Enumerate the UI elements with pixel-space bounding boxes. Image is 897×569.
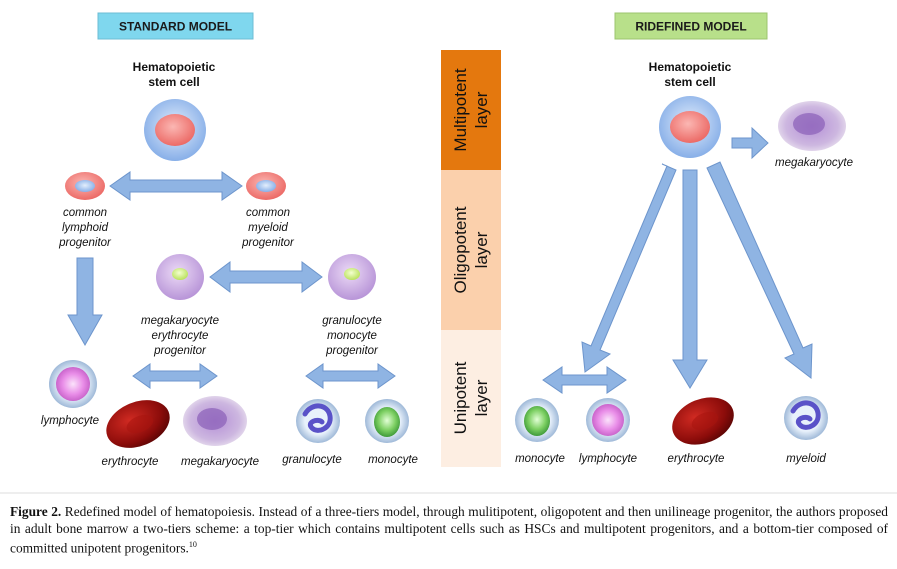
red-erythrocyte-cell bbox=[672, 397, 734, 445]
red-megakaryocyte-cell bbox=[778, 101, 846, 151]
std-cell-label-lymphocyte: lymphocyte bbox=[41, 415, 99, 427]
mep-gmp-arrow bbox=[209, 261, 323, 293]
multipotent-layer-band bbox=[441, 50, 501, 170]
red-lymphocyte-cell bbox=[586, 398, 630, 442]
red-cell-label-myeloid: myeloid bbox=[786, 453, 826, 465]
std-cell-label-erythrocyte: erythrocyte bbox=[102, 456, 159, 468]
std-cell-label-granulocyte: granulocyte bbox=[282, 454, 341, 466]
cmp-label-3: progenitor bbox=[241, 237, 295, 249]
caption-label: Figure 2. bbox=[10, 504, 62, 519]
monocyte-lymphocyte-arrow bbox=[542, 366, 627, 394]
standard-model-title: STANDARD MODEL bbox=[119, 20, 232, 34]
redefined-hsc-label-2: stem cell bbox=[664, 75, 715, 89]
redefined-model-tab bbox=[614, 12, 768, 40]
cmp-cell bbox=[246, 172, 286, 200]
clp-label-3: progenitor bbox=[58, 237, 112, 249]
cmp-label-2: myeloid bbox=[248, 222, 288, 234]
red-myeloid-cell bbox=[784, 396, 828, 440]
caption-reference: 10 bbox=[188, 540, 197, 549]
standard-hsc-label-2: stem cell bbox=[148, 75, 199, 89]
std-cell-label-monocyte: monocyte bbox=[368, 454, 418, 466]
redefined-model-title: RIDEFINED MODEL bbox=[635, 20, 746, 34]
oligopotent-layer-label-2: layer bbox=[472, 231, 491, 268]
red-cell-label-erythrocyte: erythrocyte bbox=[668, 453, 725, 465]
unipotent-layer-band bbox=[441, 330, 501, 467]
red-cell-label-monocyte: monocyte bbox=[515, 453, 565, 465]
clp-label-2: lymphoid bbox=[62, 222, 109, 234]
std-granulocyte-cell bbox=[296, 399, 340, 443]
std-monocyte-cell bbox=[365, 399, 409, 443]
gmp-split-arrow bbox=[305, 363, 396, 389]
hsc-to-myeloid-arrow bbox=[706, 161, 813, 379]
unipotent-layer-label-2: layer bbox=[472, 379, 491, 416]
gmp-label-3: progenitor bbox=[325, 345, 379, 357]
red-cell-label-lymphocyte: lymphocyte bbox=[579, 453, 637, 465]
hsc-to-megakaryocyte-arrow bbox=[731, 126, 769, 160]
multipotent-layer-label-2: layer bbox=[472, 91, 491, 128]
clp-label-1: common bbox=[63, 207, 107, 219]
red-cell-label-megakaryocyte: megakaryocyte bbox=[775, 157, 853, 169]
clp-down-arrow bbox=[67, 257, 103, 347]
gmp-label-2: monocyte bbox=[327, 330, 377, 342]
clp-cell bbox=[65, 172, 105, 200]
mep-label-2: erythrocyte bbox=[152, 330, 209, 342]
clp-cmp-arrow bbox=[109, 171, 243, 201]
mep-split-arrow bbox=[132, 363, 218, 389]
gmp-label-1: granulocyte bbox=[322, 315, 381, 327]
oligopotent-layer-band bbox=[441, 170, 501, 330]
standard-model-tab bbox=[97, 12, 254, 40]
hsc-to-lymphoid-arrow bbox=[581, 163, 677, 373]
mep-cell bbox=[156, 254, 204, 300]
figure-caption: Figure 2. Redefined model of hematopoies… bbox=[10, 504, 888, 557]
redefined-hsc-cell bbox=[659, 96, 721, 158]
redefined-hsc-label-1: Hematopoietic bbox=[649, 60, 732, 74]
standard-hsc-cell bbox=[144, 99, 206, 161]
mep-label-3: progenitor bbox=[153, 345, 207, 357]
caption-text: Redefined model of hematopoiesis. Instea… bbox=[10, 504, 888, 556]
std-megakaryocyte-cell bbox=[183, 396, 247, 446]
standard-hsc-label-1: Hematopoietic bbox=[133, 60, 216, 74]
std-cell-label-megakaryocyte: megakaryocyte bbox=[181, 456, 259, 468]
hsc-to-erythrocyte-arrow bbox=[672, 169, 708, 389]
multipotent-layer-label-1: Multipotent bbox=[451, 68, 470, 151]
red-monocyte-cell bbox=[515, 398, 559, 442]
mep-label-1: megakaryocyte bbox=[141, 315, 219, 327]
std-erythrocyte-cell bbox=[106, 400, 170, 448]
gmp-cell bbox=[328, 254, 376, 300]
unipotent-layer-label-1: Unipotent bbox=[451, 361, 470, 434]
oligopotent-layer-label-1: Oligopotent bbox=[451, 206, 470, 293]
cmp-label-1: common bbox=[246, 207, 290, 219]
std-lymphocyte-cell bbox=[49, 360, 97, 408]
